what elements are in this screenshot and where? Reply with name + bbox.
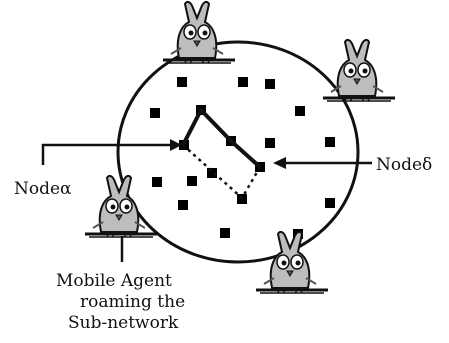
network-node: [178, 200, 188, 210]
network-node: [220, 228, 230, 238]
network-node: [207, 168, 217, 178]
agent-caption-line3: Sub-network: [68, 313, 179, 333]
network-node: [295, 106, 305, 116]
solid-route: [181, 108, 262, 169]
network-node: [150, 108, 160, 118]
network-node: [177, 77, 187, 87]
node-delta-label: Nodeδ: [376, 155, 432, 175]
network-node: [325, 198, 335, 208]
sub-network-circle: [116, 40, 360, 264]
agent-left-icon: [83, 174, 159, 239]
agent-right-icon: [321, 38, 397, 103]
node-alpha-label: Nodeα: [14, 179, 72, 199]
agent-bottom-icon: [254, 230, 330, 295]
network-node: [238, 77, 248, 87]
network-node: [265, 79, 275, 89]
node-alpha-pointer: [41, 139, 182, 165]
agent-caption-line1: Mobile Agent: [56, 271, 172, 291]
network-nodes: [150, 77, 335, 239]
agent-caption-line2: roaming the: [80, 292, 185, 312]
network-node: [152, 177, 162, 187]
network-node: [325, 137, 335, 147]
network-node: [265, 138, 275, 148]
dotted-route: [182, 144, 262, 200]
network-node: [187, 176, 197, 186]
node-delta-pointer: [273, 157, 372, 169]
agent-top-icon: [161, 0, 237, 65]
